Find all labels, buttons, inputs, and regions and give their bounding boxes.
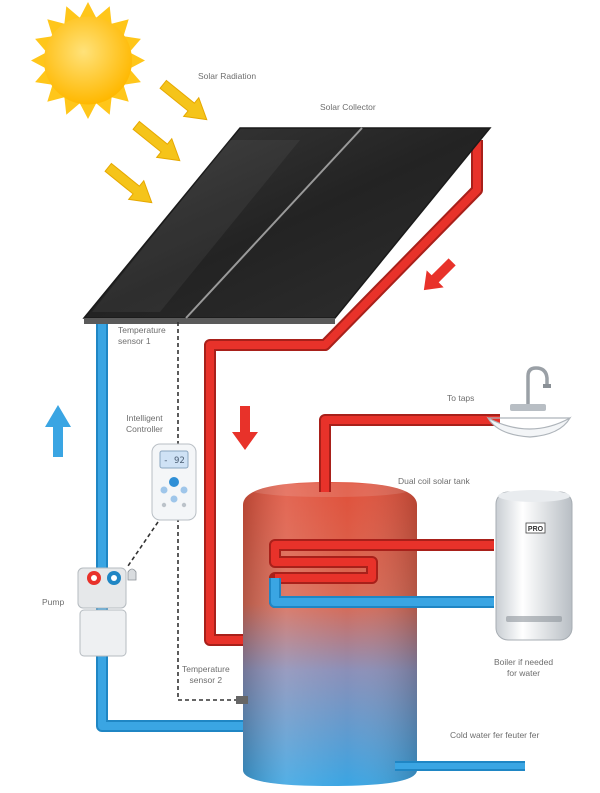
dual-coil-tank-label: Dual coil solar tank xyxy=(398,476,470,486)
upper-coil xyxy=(269,539,494,608)
ray-arrow-icon xyxy=(159,79,208,121)
ray-arrow-icon xyxy=(104,162,153,204)
temperature-sensor-1-label: Temperature sensor 1 xyxy=(118,325,166,346)
pump-label: Pump xyxy=(42,597,65,607)
controller-label: Intelligent Controller xyxy=(126,413,163,434)
storage-tank xyxy=(243,482,417,786)
pump-icon xyxy=(77,567,137,657)
flow-arrow-icon xyxy=(232,406,258,450)
cold-water-label: Cold water fer feuter fer xyxy=(450,730,540,740)
boiler-icon: PRO xyxy=(495,490,573,641)
solar-collector xyxy=(82,127,492,324)
controller-display: - 92 xyxy=(163,456,185,466)
to-taps-label: To taps xyxy=(447,393,475,403)
boiler-label: Boiler if needed for water xyxy=(494,657,554,678)
faucet-icon xyxy=(486,366,572,438)
solar-collector-label: Solar Collector xyxy=(320,102,376,112)
temperature-sensor-2-label: Temperature sensor 2 xyxy=(182,664,230,685)
boiler-badge: PRO xyxy=(528,526,544,533)
solar-radiation-arrows xyxy=(104,79,208,204)
ray-arrow-icon xyxy=(132,120,181,162)
tap-supply-pipe xyxy=(319,414,500,492)
sun-icon xyxy=(31,2,145,119)
flow-arrow-icon xyxy=(423,258,456,291)
temperature-sensor-2 xyxy=(236,696,248,704)
solar-radiation-label: Solar Radiation xyxy=(198,71,257,81)
controller-icon: - 92 xyxy=(151,443,197,521)
flow-arrow-icon xyxy=(45,405,71,457)
